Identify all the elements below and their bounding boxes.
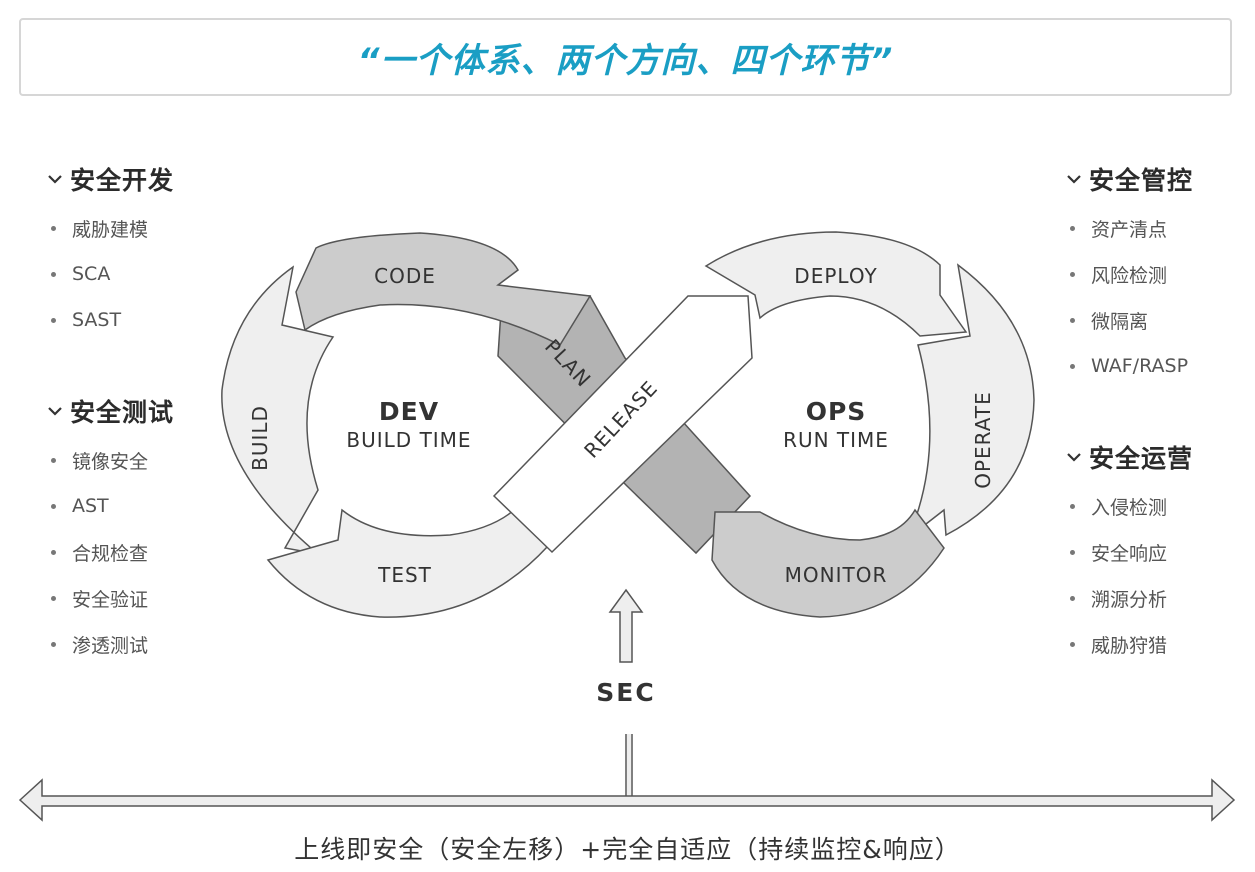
section-header[interactable]: 安全运营 [1063, 437, 1193, 477]
list-item: 威胁建模 [44, 205, 174, 251]
section-title: 安全管控 [1089, 166, 1194, 195]
bullet-icon [1070, 503, 1075, 509]
section-security-testing: 安全测试 镜像安全 AST 合规检查 安全验证 渗透测试 [44, 391, 174, 667]
section-header[interactable]: 安全开发 [44, 159, 174, 199]
list-item-label: 威胁建模 [72, 218, 149, 241]
bullet-icon [1070, 271, 1075, 277]
bullet-icon [1070, 317, 1075, 323]
release-arrow [492, 295, 753, 554]
list-item-label: 入侵检测 [1091, 496, 1168, 519]
chevron-down-icon [1067, 453, 1081, 462]
bullet-icon [51, 595, 56, 601]
list-item-label: 安全响应 [1091, 542, 1168, 565]
code-segment [295, 232, 592, 346]
chevron-down-icon [48, 407, 62, 416]
list-item-label: 资产清点 [1091, 218, 1168, 241]
bottom-caption: 上线即安全（安全左移）+完全自适应（持续监控&响应） [294, 835, 961, 864]
list-item: 入侵检测 [1063, 483, 1193, 529]
section-header[interactable]: 安全测试 [44, 391, 174, 431]
build-label: BUILD [248, 405, 272, 471]
list-item-label: 渗透测试 [72, 634, 149, 657]
list-item: 微隔离 [1063, 297, 1193, 343]
sec-label: SEC [596, 678, 655, 707]
code-label: CODE [374, 264, 436, 288]
list-item: SCA [44, 251, 174, 297]
bullet-icon [51, 503, 56, 509]
list-item: 威胁狩猎 [1063, 621, 1193, 667]
sec-up-arrow [608, 588, 644, 663]
bullet-icon [51, 457, 56, 463]
list-item-label: 风险检测 [1091, 264, 1168, 287]
section-secure-development: 安全开发 威胁建模 SCA SAST [44, 159, 174, 343]
section-title: 安全测试 [70, 398, 175, 427]
list-item-label: SAST [72, 309, 122, 331]
list-item-label: 合规检查 [72, 542, 149, 565]
section-security-control: 安全管控 资产清点 风险检测 微隔离 WAF/RASP [1063, 159, 1193, 389]
section-title: 安全运营 [1089, 444, 1194, 473]
list-item: 渗透测试 [44, 621, 174, 667]
test-segment [266, 500, 549, 618]
bullet-icon [51, 641, 56, 647]
bullet-icon [1070, 363, 1075, 369]
build-segment [221, 265, 335, 556]
bullet-icon [51, 549, 56, 555]
bullet-icon [1070, 641, 1075, 647]
operate-label: OPERATE [971, 391, 995, 489]
timeline-double-arrow [18, 778, 1236, 822]
dev-subtitle: BUILD TIME [346, 428, 471, 452]
monitor-segment [711, 508, 945, 618]
list-item: WAF/RASP [1063, 343, 1193, 389]
ops-title: OPS [806, 397, 867, 426]
bullet-icon [1070, 225, 1075, 231]
list-item-label: 镜像安全 [72, 450, 149, 473]
bullet-icon [1070, 549, 1075, 555]
section-header[interactable]: 安全管控 [1063, 159, 1193, 199]
list-item-label: AST [72, 495, 109, 517]
bullet-icon [1070, 595, 1075, 601]
operate-segment [907, 263, 1035, 539]
page-title: “一个体系、两个方向、四个环节” [357, 40, 894, 81]
chevron-down-icon [48, 175, 62, 184]
section-security-operations: 安全运营 入侵检测 安全响应 溯源分析 威胁狩猎 [1063, 437, 1193, 667]
list-item: 安全响应 [1063, 529, 1193, 575]
list-item: 合规检查 [44, 529, 174, 575]
monitor-label: MONITOR [785, 563, 888, 587]
bullet-icon [51, 271, 56, 277]
deploy-segment [704, 231, 968, 337]
list-item-label: WAF/RASP [1091, 355, 1189, 377]
list-item: 安全验证 [44, 575, 174, 621]
sec-connector-fill [627, 734, 631, 798]
list-item-label: 微隔离 [1091, 310, 1149, 333]
list-item: 资产清点 [1063, 205, 1193, 251]
test-label: TEST [377, 563, 432, 587]
section-title: 安全开发 [70, 166, 175, 195]
list-item-label: 威胁狩猎 [1091, 634, 1168, 657]
bullet-icon [51, 225, 56, 231]
list-item-label: 溯源分析 [1091, 588, 1168, 611]
list-item: 镜像安全 [44, 437, 174, 483]
list-item: SAST [44, 297, 174, 343]
list-item-label: 安全验证 [72, 588, 149, 611]
list-item: 溯源分析 [1063, 575, 1193, 621]
title-box: “一个体系、两个方向、四个环节” [19, 18, 1232, 96]
list-item: AST [44, 483, 174, 529]
ops-subtitle: RUN TIME [783, 428, 889, 452]
chevron-down-icon [1067, 175, 1081, 184]
dev-title: DEV [379, 397, 439, 426]
deploy-label: DEPLOY [794, 264, 877, 288]
list-item: 风险检测 [1063, 251, 1193, 297]
list-item-label: SCA [72, 263, 111, 285]
bullet-icon [51, 317, 56, 323]
